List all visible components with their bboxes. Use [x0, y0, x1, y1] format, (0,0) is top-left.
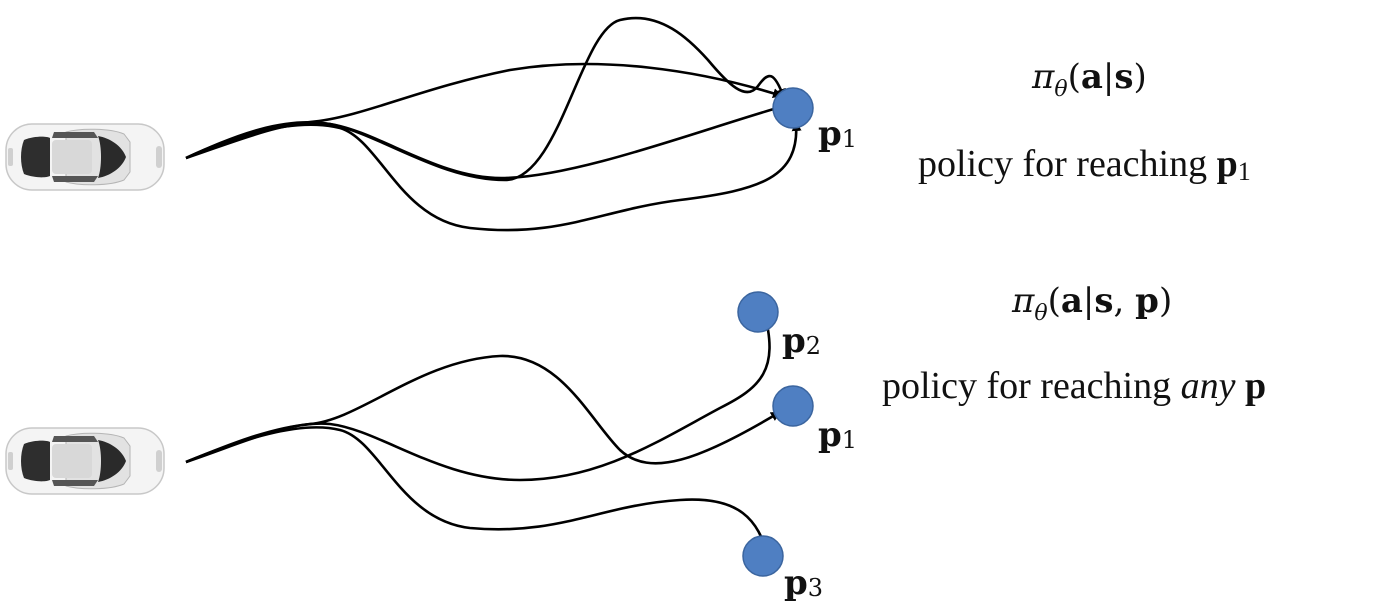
- goal-label: p3: [784, 563, 823, 603]
- trajectory-path: [185, 62, 783, 160]
- trajectory-path: [185, 103, 785, 180]
- goal-marker: [737, 291, 779, 333]
- trajectory-path: [185, 426, 771, 557]
- policy-description: policy for reaching p1: [918, 143, 1251, 186]
- goal-marker: [772, 87, 814, 129]
- trajectory-path: [185, 354, 781, 465]
- trajectory-path: [185, 311, 772, 482]
- goal-marker: [772, 385, 814, 427]
- car-icon: [5, 427, 165, 495]
- trajectory-path: [185, 121, 802, 232]
- trajectory-path: [185, 16, 786, 182]
- goal-label: p1: [818, 415, 857, 455]
- goal-marker: [742, 535, 784, 577]
- goal-label: p2: [782, 321, 821, 361]
- goal-conditioned-description: policy for reaching any p: [882, 365, 1266, 407]
- car-icon: [5, 123, 165, 191]
- goal-conditioned-formula: πθ(a|s, p): [1011, 281, 1172, 326]
- goal-label: p1: [818, 114, 857, 154]
- policy-formula: πθ(a|s): [1031, 57, 1147, 102]
